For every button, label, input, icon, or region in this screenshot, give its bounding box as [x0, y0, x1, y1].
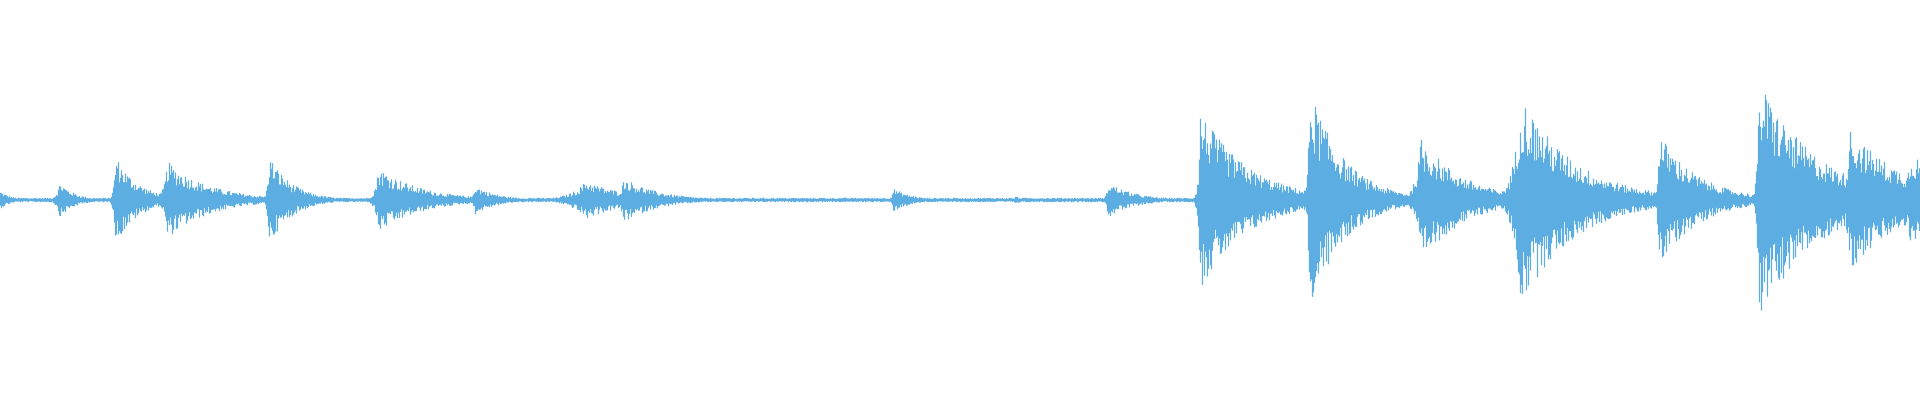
- waveform-samples: [0, 94, 1920, 311]
